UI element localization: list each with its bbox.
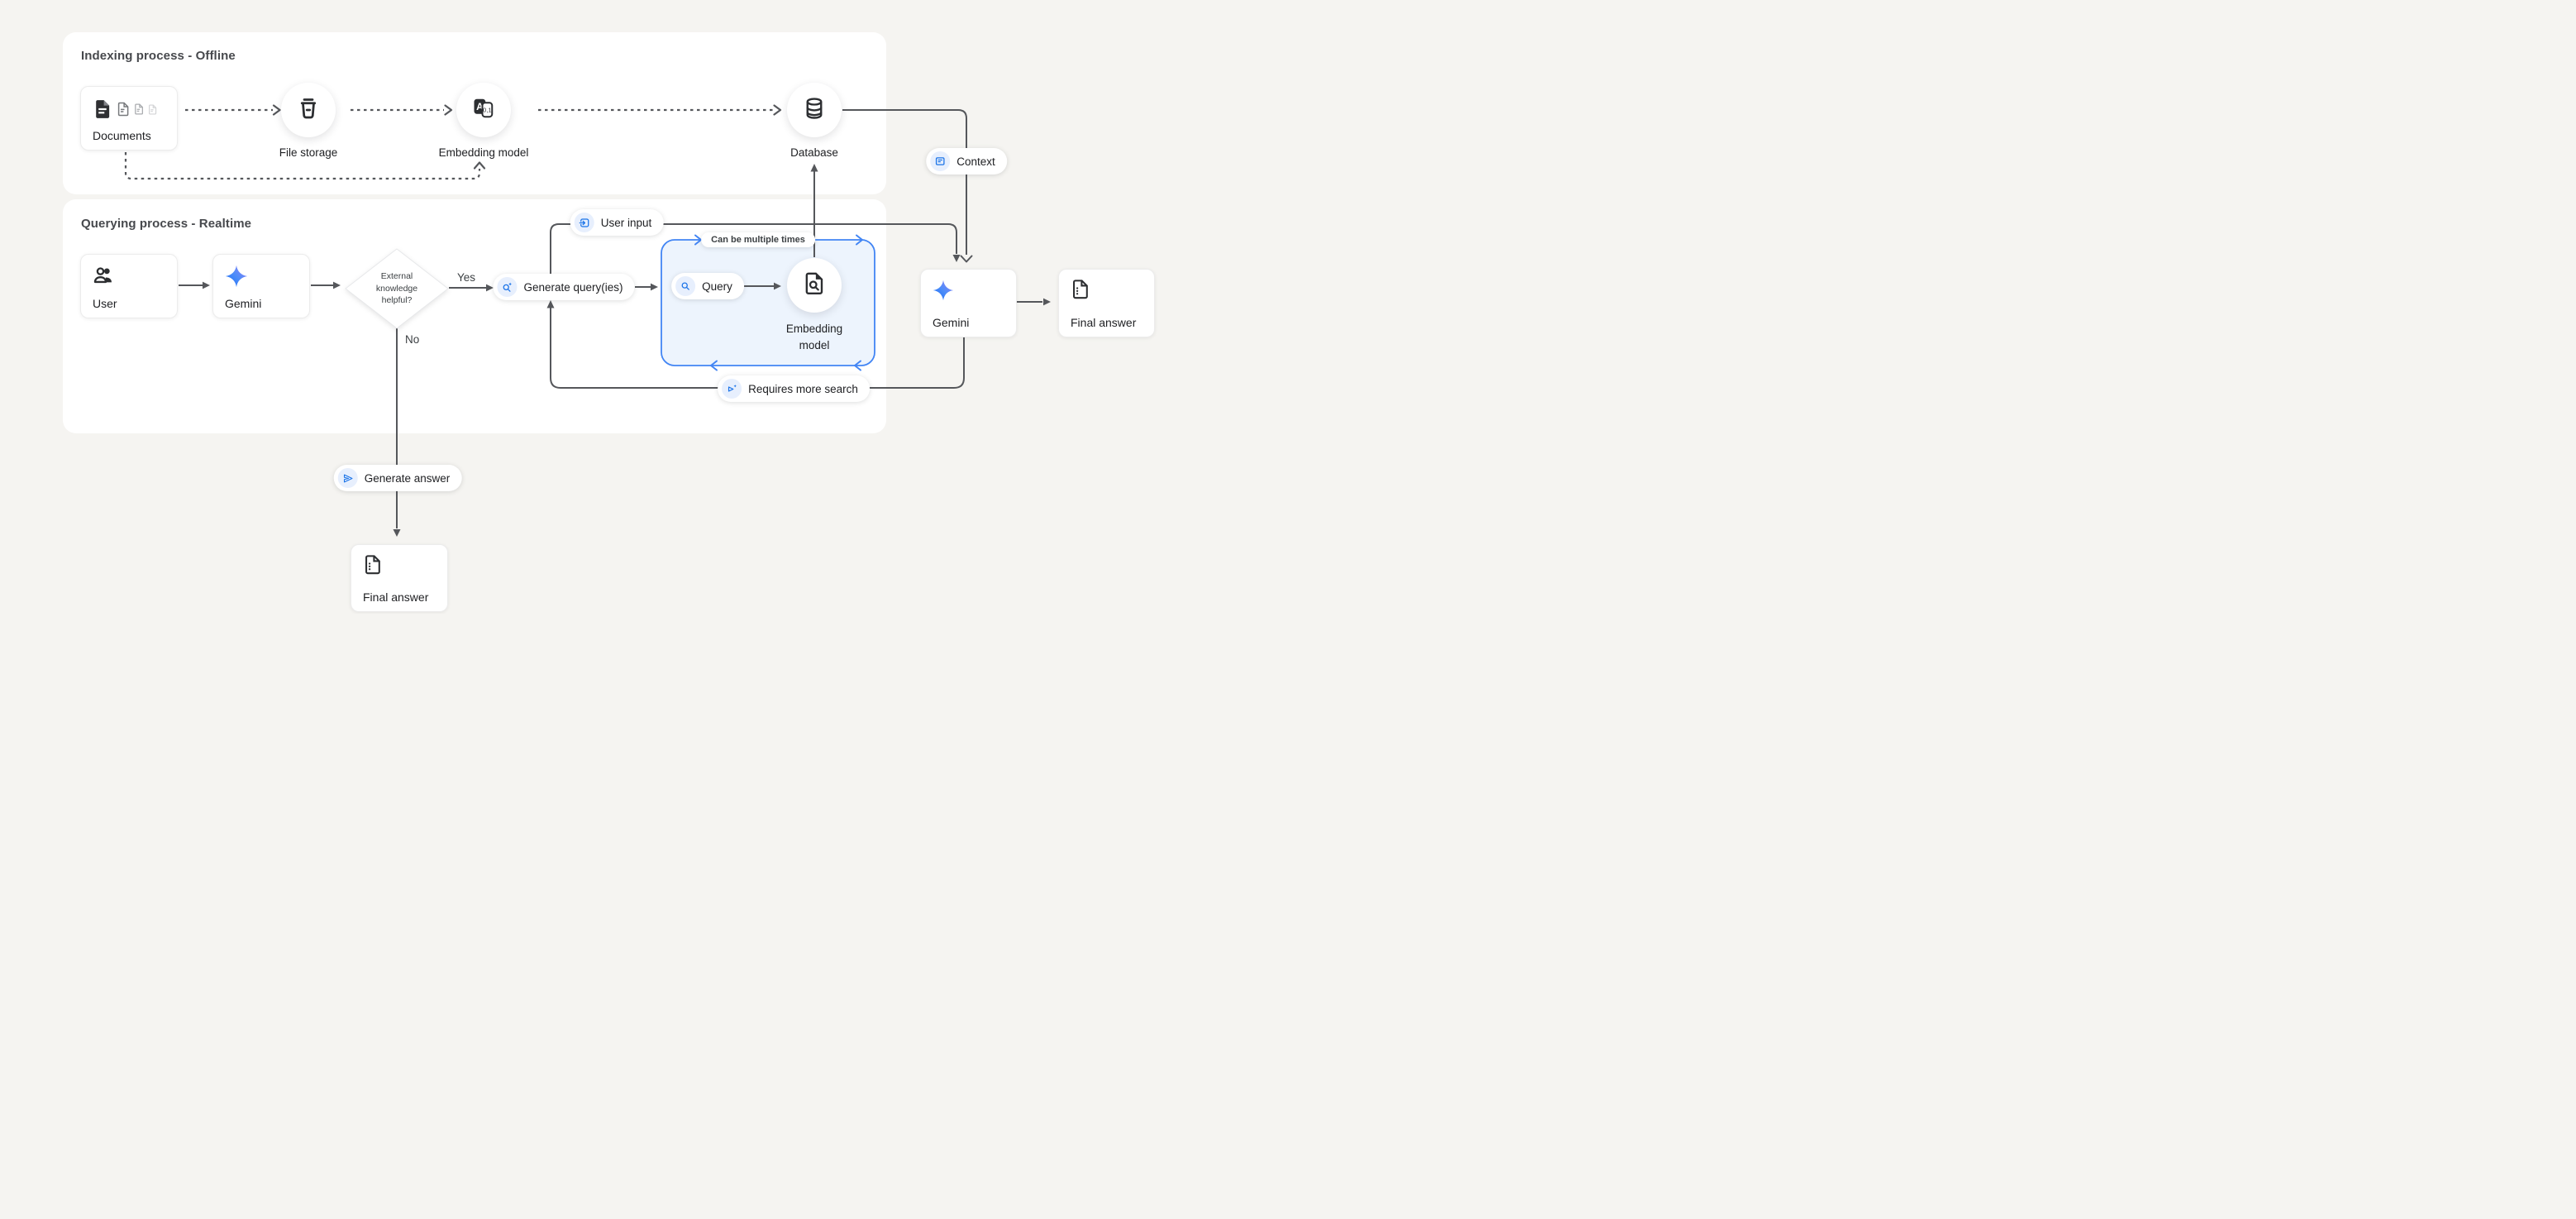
- forward-sparkle-icon: [722, 379, 742, 399]
- context-pill-label: Context: [956, 155, 995, 168]
- requires-more-search-label: Requires more search: [748, 382, 858, 395]
- edge-label-no: No: [405, 333, 420, 346]
- gemini-final-node: Gemini: [920, 269, 1017, 337]
- loop-arrow-bottom-left: [710, 360, 718, 371]
- edge-label-yes: Yes: [457, 271, 476, 284]
- edge-userinput-gemini: [550, 223, 957, 274]
- final-answer-right-node: Final answer: [1058, 269, 1155, 337]
- svg-text:0,1: 0,1: [483, 106, 491, 113]
- context-icon: [930, 151, 951, 171]
- embedding-model-offline-label: Embedding model: [438, 146, 529, 159]
- indexing-panel-title: Indexing process - Offline: [81, 49, 236, 63]
- database-label: Database: [790, 146, 838, 159]
- user-input-pill: User input: [570, 209, 664, 236]
- final-answer-bottom-label: Final answer: [363, 590, 429, 604]
- embedding-model-offline-node: A 0,1: [456, 83, 511, 137]
- diagram-stage: Indexing process - Offline Querying proc…: [0, 0, 1288, 614]
- input-icon: [574, 213, 594, 232]
- document-icon: [133, 103, 145, 119]
- embedding-model-online-node: [787, 258, 842, 313]
- requires-more-search-pill: Requires more search: [718, 375, 870, 402]
- decision-diamond: [345, 248, 449, 329]
- decision-text: External knowledge helpful?: [375, 271, 418, 306]
- user-node: User: [80, 254, 178, 318]
- documents-node: Documents: [80, 86, 178, 151]
- generate-answer-pill: Generate answer: [333, 465, 462, 491]
- loop-arrow-bottom-right: [854, 360, 861, 371]
- can-be-multiple-times-pill: Can be multiple times: [701, 232, 815, 247]
- user-label: User: [93, 297, 117, 310]
- loop-arrow-top-left: [694, 234, 702, 246]
- send-icon: [337, 468, 358, 488]
- search-icon: [675, 276, 696, 296]
- answer-document-icon: [1070, 279, 1091, 304]
- answer-document-icon: [362, 554, 384, 580]
- context-pill: Context: [926, 148, 1007, 174]
- gemini-node: Gemini: [212, 254, 310, 318]
- database-icon: [802, 96, 827, 125]
- gemini-final-label: Gemini: [933, 316, 970, 329]
- generate-answer-label: Generate answer: [364, 471, 451, 485]
- edge-database-context-gemini: [842, 109, 967, 255]
- gemini-sparkle-icon: [932, 279, 955, 306]
- query-pill: Query: [671, 273, 744, 299]
- loop-arrow-top-right: [856, 234, 863, 246]
- documents-label: Documents: [93, 129, 151, 142]
- final-answer-bottom-node: Final answer: [351, 544, 448, 612]
- bucket-icon: [296, 96, 321, 125]
- querying-panel-title: Querying process - Realtime: [81, 217, 252, 231]
- edge-documents-embedding-feedback: [124, 152, 481, 180]
- search-sparkle-icon: [497, 277, 518, 297]
- gemini-sparkle-icon: [224, 264, 249, 293]
- database-node: [787, 83, 842, 137]
- user-input-label: User input: [600, 216, 652, 229]
- document-icon: [116, 102, 131, 121]
- users-icon: [92, 264, 115, 291]
- embedding-model-online-label: Embedding model: [785, 323, 843, 351]
- can-be-multiple-times-label: Can be multiple times: [711, 235, 805, 245]
- generate-queries-label: Generate query(ies): [523, 280, 623, 294]
- document-icon: [92, 98, 113, 124]
- query-label: Query: [702, 280, 732, 293]
- translate-icon: A 0,1: [471, 96, 496, 125]
- svg-text:A: A: [476, 100, 484, 112]
- file-storage-node: [281, 83, 336, 137]
- file-storage-label: File storage: [279, 146, 338, 159]
- generate-queries-pill: Generate query(ies): [493, 274, 635, 300]
- final-answer-right-label: Final answer: [1071, 316, 1137, 329]
- document-icon: [147, 103, 158, 119]
- document-search-icon: [802, 271, 827, 300]
- gemini-label: Gemini: [225, 297, 262, 310]
